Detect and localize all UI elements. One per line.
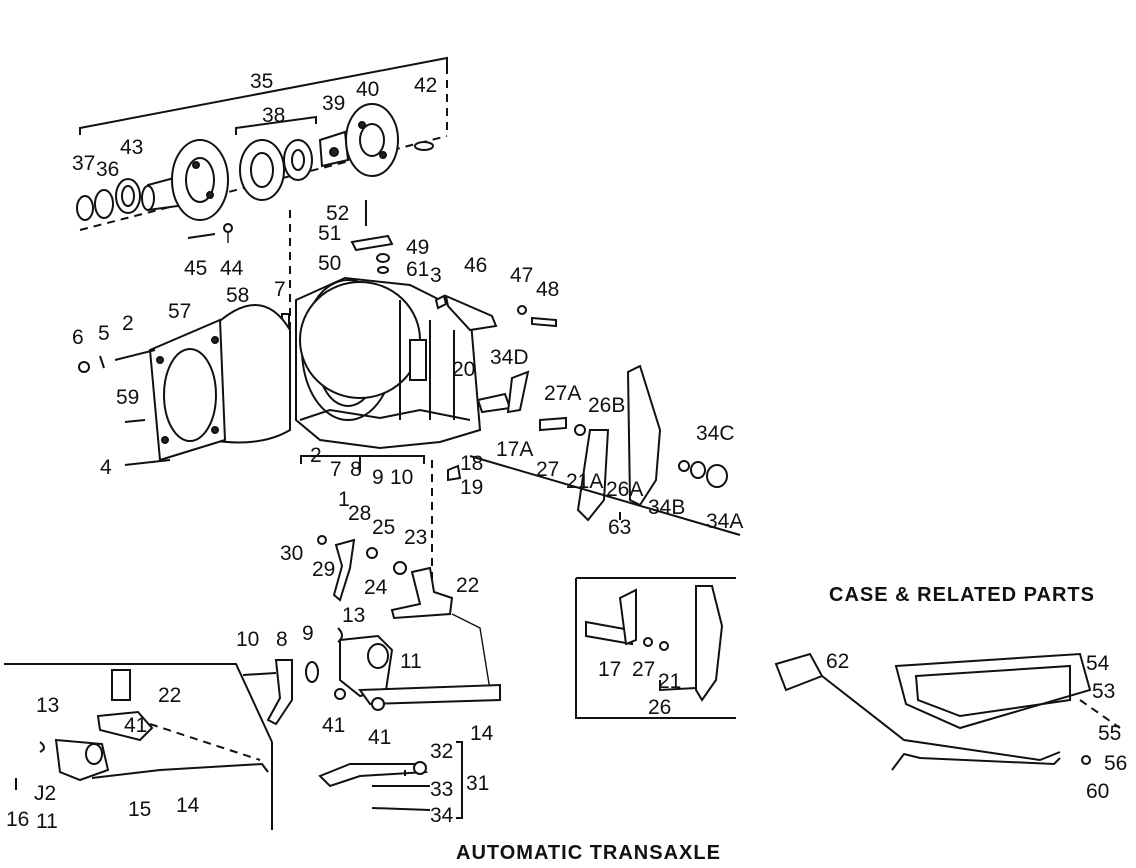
callout-label: 34A — [706, 510, 743, 533]
callout-label: 21 — [658, 670, 681, 693]
shift-linkage — [469, 364, 741, 536]
callout-label: 50 — [318, 252, 341, 275]
callout-label: 2 — [310, 444, 322, 467]
callout-label: 20 — [452, 358, 475, 381]
callout-label: 3 — [430, 264, 442, 287]
callout-label: 57 — [168, 300, 191, 323]
callout-label: 15 — [128, 798, 151, 821]
callout-label: 7 — [274, 278, 286, 301]
callout-label: 27A — [544, 382, 581, 405]
callout-label: 52 — [326, 202, 349, 225]
callout-label: 5 — [98, 322, 110, 345]
callout-label: 47 — [510, 264, 533, 287]
callout-label: 22 — [158, 684, 181, 707]
callout-label: 11 — [400, 650, 422, 673]
callout-label: 24 — [364, 576, 388, 599]
diagram-caption: AUTOMATIC TRANSAXLE — [456, 842, 721, 864]
callout-label: 32 — [430, 740, 453, 763]
callout-label: 60 — [1086, 780, 1109, 803]
callout-label: 21A — [566, 470, 603, 493]
callout-label: 10 — [236, 628, 259, 651]
callout-label: 33 — [430, 778, 453, 801]
callout-label: 29 — [312, 558, 335, 581]
callout-label: 40 — [356, 78, 379, 101]
callout-label: 4 — [100, 456, 112, 479]
callout-label: 63 — [608, 516, 631, 539]
callout-label: 45 — [184, 257, 207, 280]
callout-label: 16 — [6, 808, 29, 831]
callout-label: 27 — [536, 458, 559, 481]
left-inset — [4, 663, 273, 830]
callout-label: 34 — [430, 804, 454, 827]
callout-label: 26 — [648, 696, 671, 719]
callout-label: 34B — [648, 496, 685, 519]
callout-label: 9 — [372, 466, 384, 489]
callout-label: 26B — [588, 394, 625, 417]
callout-label: 28 — [348, 502, 371, 525]
callout-label: 18 — [460, 452, 483, 475]
callout-label: 41 — [368, 726, 391, 749]
converter-plates — [78, 304, 291, 466]
callout-label: 31 — [466, 772, 489, 795]
callout-label: 9 — [302, 622, 314, 645]
callout-label: 14 — [176, 794, 200, 817]
callout-label: J2 — [34, 782, 56, 805]
callout-label: 41 — [322, 714, 345, 737]
callout-label: 8 — [276, 628, 288, 651]
callout-label: 17 — [598, 658, 621, 681]
transaxle-case — [281, 210, 557, 600]
callout-label: 46 — [464, 254, 487, 277]
callout-label: 26A — [606, 478, 643, 501]
callout-label: 62 — [826, 650, 849, 673]
callout-label: 54 — [1086, 652, 1110, 675]
callout-label: 19 — [460, 476, 483, 499]
callout-label: 23 — [404, 526, 427, 549]
pump-drum-assembly — [76, 56, 448, 274]
callout-label: 27 — [632, 658, 655, 681]
callout-label: 22 — [456, 574, 479, 597]
callout-label: 53 — [1092, 680, 1115, 703]
callout-label: 30 — [280, 542, 303, 565]
callout-label: 41 — [124, 714, 147, 737]
callout-label: 13 — [36, 694, 59, 717]
lower-parts — [242, 535, 501, 819]
callout-label: 1 — [338, 488, 350, 511]
callout-label: 11 — [36, 810, 58, 833]
callout-label: 35 — [250, 70, 273, 93]
callout-label: 38 — [262, 104, 285, 127]
callout-label: 34D — [490, 346, 529, 369]
callout-label: 39 — [322, 92, 345, 115]
callout-label: 56 — [1104, 752, 1127, 775]
callout-label: 36 — [96, 158, 119, 181]
callout-label: 37 — [72, 152, 95, 175]
callout-label: 48 — [536, 278, 559, 301]
callout-label: 7 — [330, 458, 342, 481]
case-parts-caption: CASE & RELATED PARTS — [829, 584, 1095, 606]
callout-label: 43 — [120, 136, 143, 159]
callout-label: 6 — [72, 326, 84, 349]
callout-label: 25 — [372, 516, 395, 539]
callout-label: 17A — [496, 438, 533, 461]
callout-label: 55 — [1098, 722, 1121, 745]
callout-label: 42 — [414, 74, 437, 97]
callout-label: 34C — [696, 422, 735, 445]
callout-label: 59 — [116, 386, 139, 409]
callout-label: 61 — [406, 258, 429, 281]
oil-pan-group — [774, 652, 1121, 771]
callout-label: 58 — [226, 284, 249, 307]
callout-label: 8 — [350, 458, 362, 481]
callout-label: 13 — [342, 604, 365, 627]
callout-label: 10 — [390, 466, 413, 489]
middle-inset — [575, 577, 736, 719]
callout-label: 2 — [122, 312, 134, 335]
callout-label: 14 — [470, 722, 494, 745]
callout-label: 44 — [220, 257, 244, 280]
callout-label: 51 — [318, 222, 341, 245]
callout-label: 49 — [406, 236, 429, 259]
